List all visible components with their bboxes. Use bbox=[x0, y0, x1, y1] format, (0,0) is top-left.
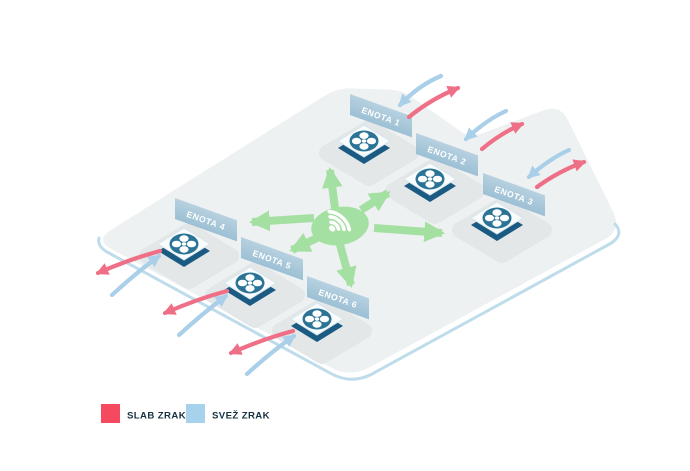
ventilation-unit-6 bbox=[290, 302, 344, 342]
ventilation-units bbox=[157, 124, 524, 342]
platform-rim-edge bbox=[97, 222, 621, 381]
fan-icon bbox=[482, 207, 512, 229]
fan-icon bbox=[302, 308, 332, 330]
wifi-hub bbox=[311, 206, 369, 246]
stale-air-arrow bbox=[479, 121, 525, 152]
stale-air-arrow bbox=[228, 328, 296, 356]
ventilation-unit-5 bbox=[223, 266, 277, 306]
ventilation-unit-2 bbox=[403, 162, 457, 202]
stale-air-arrow bbox=[534, 159, 587, 190]
wifi-icon bbox=[327, 209, 352, 232]
legend-swatch-stale-air bbox=[101, 404, 120, 423]
unit-banner-2: ENOTA 2 bbox=[416, 133, 478, 177]
signal-arrow-right bbox=[373, 221, 446, 243]
stale-air-arrows bbox=[95, 85, 587, 356]
fan-icon bbox=[169, 233, 199, 255]
fresh-air-arrow bbox=[176, 293, 229, 338]
legend-label-stale-air: SLAB ZRAK bbox=[127, 411, 186, 422]
signal-arrows bbox=[248, 166, 446, 289]
hub-ellipse bbox=[311, 206, 369, 246]
fresh-air-arrow bbox=[244, 333, 297, 377]
signal-arrow-left bbox=[248, 210, 315, 232]
legend-label-fresh-air: SVEŽ ZRAK bbox=[212, 410, 270, 422]
signal-arrow-lower-left bbox=[289, 232, 321, 254]
fresh-air-arrows bbox=[109, 73, 572, 377]
unit-banner-4: ENOTA 4 bbox=[175, 198, 237, 242]
stale-air-arrow bbox=[162, 288, 230, 316]
ventilation-unit-1 bbox=[337, 124, 391, 164]
fan-icon bbox=[415, 168, 445, 190]
signal-arrow-down bbox=[335, 239, 357, 289]
signal-arrow-up bbox=[321, 166, 343, 209]
fresh-air-arrow bbox=[397, 73, 444, 108]
fresh-air-arrow bbox=[526, 147, 572, 180]
fan-icon bbox=[235, 272, 265, 294]
stale-air-arrow bbox=[95, 248, 163, 276]
ventilation-unit-3 bbox=[470, 201, 524, 241]
fresh-air-arrow bbox=[463, 108, 509, 142]
legend: SLAB ZRAK SVEŽ ZRAK bbox=[101, 404, 270, 423]
unit-banner-3: ENOTA 3 bbox=[483, 173, 545, 217]
unit-banner-1: ENOTA 1 bbox=[350, 94, 412, 138]
legend-swatch-fresh-air bbox=[186, 404, 205, 423]
ventilation-unit-4 bbox=[157, 227, 211, 267]
stale-air-arrow bbox=[406, 85, 461, 120]
unit-banner-6: ENOTA 6 bbox=[307, 276, 369, 320]
unit-banner-5: ENOTA 5 bbox=[241, 237, 303, 281]
fan-icon bbox=[349, 130, 379, 152]
fresh-air-arrow bbox=[109, 253, 162, 298]
signal-arrow-upper-right bbox=[358, 189, 391, 214]
unit-banners: ENOTA 1 ENOTA 2 ENOTA 3 ENOTA 4 ENOTA 5 … bbox=[175, 94, 545, 320]
